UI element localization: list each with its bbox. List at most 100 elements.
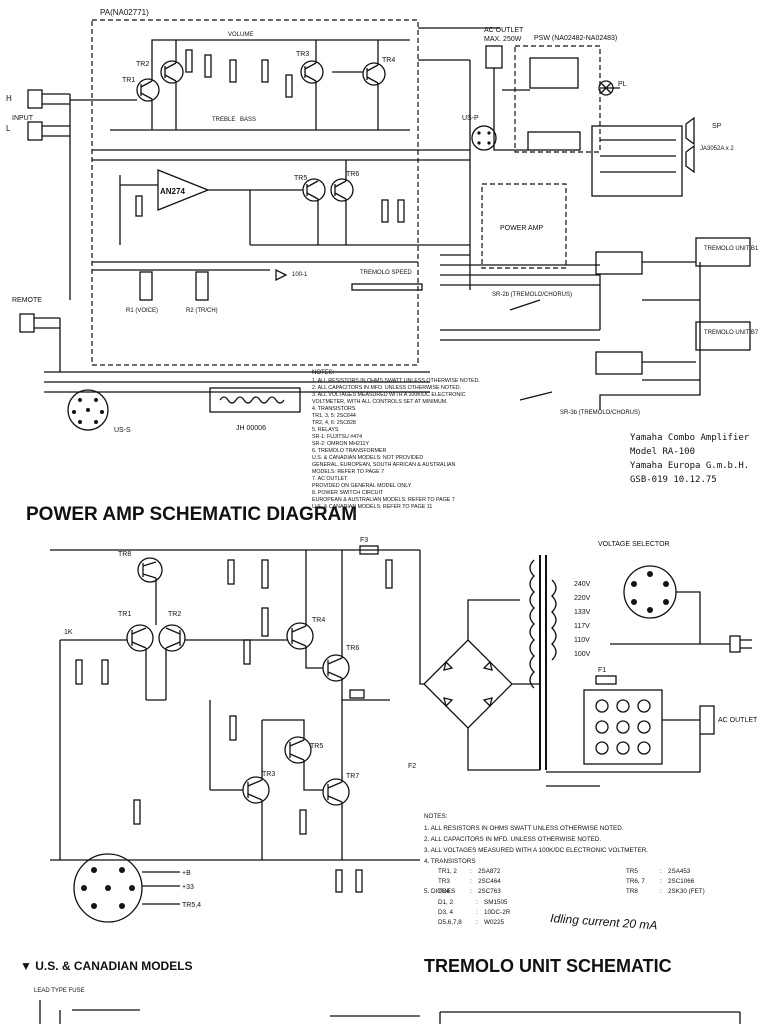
pa-voltage-taps: 240V 220V 133V 117V 110V 100V xyxy=(574,581,591,658)
us-p-connector: US-P xyxy=(462,115,497,151)
us-s-connector: US-S xyxy=(67,389,131,434)
r1-label: R1 (VOICE) xyxy=(126,308,158,314)
tr1-label: TR1 xyxy=(122,77,135,84)
pa-tr7: TR7 xyxy=(322,773,359,806)
bottom-partial-wiring xyxy=(39,1000,741,1024)
tr5-label: TR5 xyxy=(294,175,307,182)
input-jack-l xyxy=(27,121,70,141)
pl-label: PL xyxy=(618,81,627,88)
pa-resistor-e xyxy=(261,607,269,637)
remote-label: REMOTE xyxy=(12,297,42,304)
tap-110: 110V xyxy=(574,637,590,644)
stamp-line-4: GSB-019 10.12.75 xyxy=(630,475,717,485)
lead-fuse-label: LEAD TYPE FUSE xyxy=(34,988,85,994)
pa-tr8: TR8 xyxy=(118,551,163,583)
psw-switch xyxy=(529,57,579,89)
preamp-note-13: GENERAL, EUROPEAN, SOUTH AFRICAN & AUSTR… xyxy=(312,462,456,468)
tr-row-3-name: TR4 xyxy=(438,888,450,895)
sp-model: JA3052A x 2 xyxy=(700,146,734,152)
stamp-line-3: Yamaha Europa G.m.b.H. xyxy=(630,461,749,471)
pa-tr3: TR3 xyxy=(242,771,275,804)
pa-board-outline xyxy=(91,19,419,366)
voltage-selector-label: VOLTAGE SELECTOR xyxy=(598,541,670,548)
preamp-note-15: 7. AC OUTLET xyxy=(312,476,348,482)
preamp-note-18: EUROPEAN & AUSTRALIAN MODELS: REFER TO P… xyxy=(312,497,455,503)
pa-rail-tr: TR5,4 xyxy=(182,902,201,909)
tr-row-5-name: TR6, 7 xyxy=(626,878,645,885)
tr-row-2-sep: : xyxy=(470,878,472,885)
preamp-note-5: 4. TRANSISTORS xyxy=(312,406,356,412)
voltage-selector[interactable] xyxy=(623,565,677,619)
remote-jack xyxy=(19,313,35,333)
diode-symbol xyxy=(275,268,288,282)
ac-outlet-label: AC OUTLET xyxy=(484,27,524,34)
model-stamp: Yamaha Combo Amplifier Model RA-100 Yama… xyxy=(630,433,750,485)
stamp-line-1: Yamaha Combo Amplifier xyxy=(630,433,750,443)
us-canadian-models-label: ▼ U.S. & CANADIAN MODELS xyxy=(20,959,193,973)
preamp-note-4: VOLTMETER, WITH ALL CONTROLS SET AT MINI… xyxy=(312,399,448,405)
pa-resistor-j xyxy=(385,559,393,589)
relay-r1 xyxy=(139,271,153,301)
pa-note-4: 4. TRANSISTORS xyxy=(424,858,476,865)
jh-label: JH 00006 xyxy=(236,425,266,432)
preamp-note-9: SR-1: FUJITSU #474 xyxy=(312,434,362,440)
diode-row-3-name: D5,6,7,8 xyxy=(438,919,462,926)
pa-resistor-c xyxy=(227,559,235,585)
tr2-label: TR2 xyxy=(136,61,149,68)
preamp-notes-title: NOTES: xyxy=(312,370,335,376)
input-h-label: H xyxy=(6,94,12,103)
preamp-note-14: MODELS: REFER TO PAGE 7 xyxy=(312,469,384,475)
tap-100: 100V xyxy=(574,651,591,658)
preamp-note-17: 8. POWER SWITCH CIRCUIT xyxy=(312,490,384,496)
tr-row-4-sep: : xyxy=(660,868,662,875)
pa-rail-33: +33 xyxy=(182,884,194,891)
tr-row-1-part: 2SA872 xyxy=(478,868,501,875)
tr-row-5-sep: : xyxy=(660,878,662,885)
pa-cap-b xyxy=(355,869,363,893)
tr-row-6-name: TR8 xyxy=(626,888,638,895)
tr-row-6-sep: : xyxy=(660,888,662,895)
pilot-lamp: PL xyxy=(598,80,627,96)
diode-row-3-part: W0225 xyxy=(484,919,504,926)
pa-tr2-label: TR2 xyxy=(168,611,181,618)
preamp-note-8: 5. RELAYS xyxy=(312,427,339,433)
tr-row-5-part: 2SC1066 xyxy=(668,878,695,885)
pa-resistor-h xyxy=(133,799,141,825)
sp-label: SP xyxy=(712,123,722,130)
pa-tr8-label: TR8 xyxy=(118,551,131,558)
tr-row-4-name: TR5 xyxy=(626,868,638,875)
ic-label: AN274 xyxy=(160,187,185,196)
an274-ic: AN274 xyxy=(157,169,210,211)
tremolo-unit-b7-label: TREMOLO UNIT B7 xyxy=(704,330,759,336)
preamp-resistor-r2 xyxy=(381,199,389,223)
pa-tr5: TR5 xyxy=(284,736,323,764)
diode-row-1-part: SM1505 xyxy=(484,899,508,906)
preamp-note-7: TR2, 4, 6: 2SC828 xyxy=(312,420,356,426)
diode-row-2-sep: : xyxy=(476,909,478,916)
ac-plug xyxy=(729,635,752,653)
preamp-note-19: U.S. & CANADIAN MODELS: REFER TO PAGE 11 xyxy=(312,504,432,510)
pa-notes: NOTES: 1. ALL RESISTORS IN OHMS SWATT UN… xyxy=(424,813,705,926)
preamp-note-1: 1. ALL RESISTORS IN OHMS SWATT UNLESS OT… xyxy=(312,378,480,384)
preamp-tr6: TR6 xyxy=(330,171,359,202)
jh-part xyxy=(209,387,301,413)
preamp-notes: NOTES: 1. ALL RESISTORS IN OHMS SWATT UN… xyxy=(312,370,480,510)
tr-row-3-sep: : xyxy=(470,888,472,895)
us-s-label: US-S xyxy=(114,427,131,434)
pa-cap-a xyxy=(335,869,343,893)
tap-117: 117V xyxy=(574,623,590,630)
tremolo-unit-b1 xyxy=(695,237,751,267)
diode-row-2-part: 10DC-2R xyxy=(484,909,511,916)
pa-bridge-rectifier xyxy=(423,639,513,729)
idling-current-note: Idling current 20 mA xyxy=(550,911,658,932)
pa-ac-outlet xyxy=(699,705,715,735)
pa-power-transformer xyxy=(529,555,557,770)
pa-board-label: PA(NA02771) xyxy=(100,8,149,17)
tr-row-2-name: TR3 xyxy=(438,878,450,885)
diode-row-2-name: D3, 4 xyxy=(438,909,454,916)
preamp-note-16: PROVIDED ON GENERAL MODEL ONLY xyxy=(312,483,412,489)
preamp-note-6: TR1, 3, 5: 2SC644 xyxy=(312,413,356,419)
pa-tr1: TR1 xyxy=(118,611,154,652)
preamp-tr2: TR2 xyxy=(136,60,184,84)
